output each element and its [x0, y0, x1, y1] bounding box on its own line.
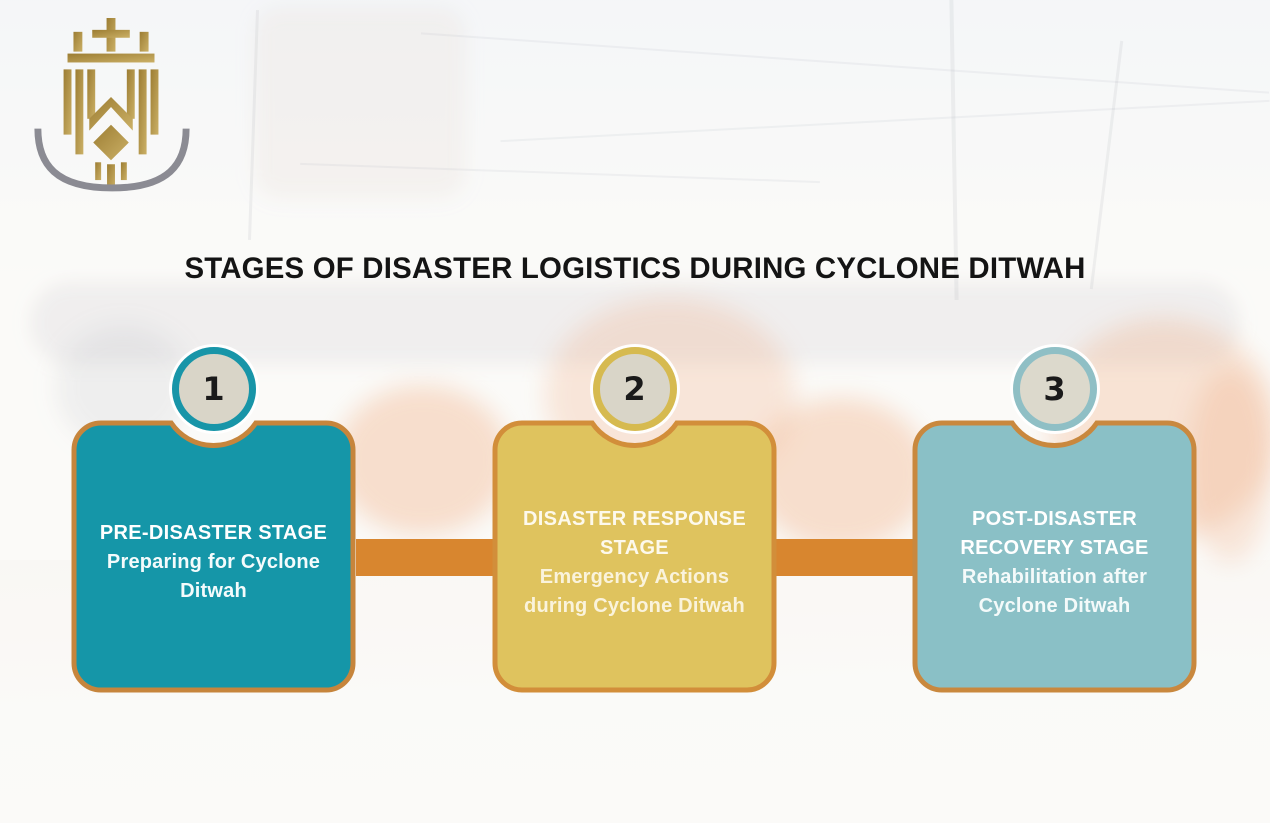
crest-arc-icon — [34, 128, 190, 192]
stage-number: 2 — [623, 370, 646, 408]
stage-card-1: 1 PRE-DISASTER STAGE Preparing for Cyclo… — [71, 347, 356, 693]
stage-number-badge: 2 — [592, 347, 677, 431]
background-blob — [255, 8, 465, 198]
card-shape — [912, 420, 1197, 693]
background-rescue-boat-blob — [752, 398, 930, 550]
connector-bar — [776, 539, 913, 576]
stage-subheading: Emergency Actions during Cyclone Ditwah — [524, 565, 745, 617]
card-shape — [71, 420, 356, 693]
stage-number-badge: 1 — [171, 347, 256, 431]
crest-monogram-icon — [63, 18, 159, 190]
card-text: PRE-DISASTER STAGE Preparing for Cyclone… — [71, 420, 356, 693]
stage-number: 1 — [202, 370, 225, 408]
card-text: POST-DISASTER RECOVERY STAGE Rehabilitat… — [912, 420, 1197, 693]
card-text: DISASTER RESPONSE STAGE Emergency Action… — [492, 420, 777, 693]
brand-logo — [34, 18, 190, 192]
background-sky — [0, 0, 1270, 280]
stage-number: 3 — [1043, 370, 1066, 408]
stage-heading: POST-DISASTER RECOVERY STAGE — [960, 507, 1149, 559]
connector-bar — [356, 539, 493, 576]
background-rescue-workers-blob — [1188, 368, 1270, 563]
stage-subheading: Preparing for Cyclone Ditwah — [106, 551, 321, 602]
stage-card-2: 2 DISASTER RESPONSE STAGE Emergency Acti… — [492, 347, 777, 693]
background-rescue-boat-blob — [335, 385, 510, 535]
stage-heading: DISASTER RESPONSE STAGE — [523, 507, 746, 559]
stage-subheading: Rehabilitation after Cyclone Ditwah — [961, 565, 1148, 617]
page-title: STAGES OF DISASTER LOGISTICS DURING CYCL… — [184, 252, 1086, 285]
stage-card-3: 3 POST-DISASTER RECOVERY STAGE Rehabilit… — [912, 347, 1197, 693]
card-shape — [492, 420, 777, 693]
stage-heading: PRE-DISASTER STAGE — [99, 522, 328, 544]
stage-number-badge: 3 — [1012, 347, 1097, 431]
